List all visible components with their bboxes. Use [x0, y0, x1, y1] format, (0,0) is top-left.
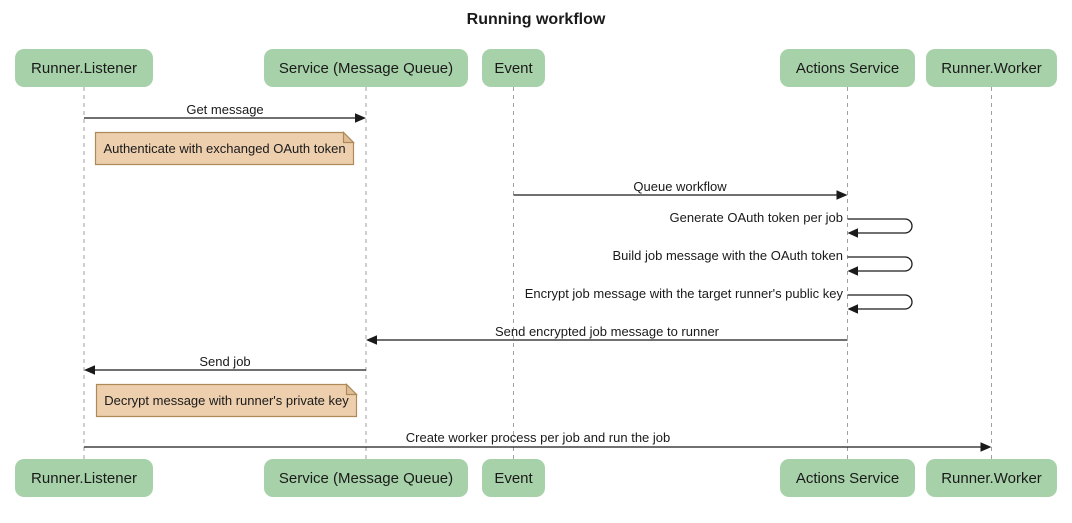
- actor-bottom-runner-worker: Runner.Worker: [926, 459, 1057, 497]
- arrowhead-send-encrypted-job-message: [366, 335, 377, 345]
- actor-top-runner-worker: Runner.Worker: [926, 49, 1057, 87]
- selfloop-generate-oauth-token: [847, 218, 913, 234]
- actor-label: Event: [494, 59, 533, 77]
- actor-label: Runner.Worker: [941, 469, 1042, 487]
- actor-label: Service (Message Queue): [278, 59, 454, 77]
- actor-label: Runner.Listener: [31, 59, 137, 77]
- selfloop-build-job-message: [847, 256, 913, 272]
- message-label-send-job: Send job: [199, 354, 251, 369]
- actor-top-event: Event: [482, 49, 545, 87]
- note-authenticate-fold-icon: [342, 131, 355, 144]
- note-decrypt-shape: [95, 383, 358, 418]
- actor-top-runner-listener: Runner.Listener: [15, 49, 153, 87]
- message-label-create-worker-process: Create worker process per job and run th…: [405, 430, 671, 445]
- actor-label: Service (Message Queue): [278, 469, 454, 487]
- note-decrypt-fold-icon: [345, 383, 358, 396]
- message-label-build-job-message: Build job message with the OAuth token: [612, 248, 843, 263]
- actor-label: Runner.Listener: [31, 469, 137, 487]
- selfloop-encrypt-job-message: [847, 294, 913, 310]
- actor-bottom-service-message-queue: Service (Message Queue): [264, 459, 468, 497]
- actor-label: Actions Service: [795, 59, 900, 77]
- note-decrypt-text: Decrypt message with runner's private ke…: [104, 393, 349, 408]
- arrowhead-generate-oauth-token: [847, 228, 858, 238]
- note-authenticate-text: Authenticate with exchanged OAuth token: [103, 141, 346, 156]
- message-label-encrypt-job-message: Encrypt job message with the target runn…: [524, 286, 843, 301]
- diagram-title: Running workflow: [466, 11, 606, 28]
- actor-bottom-actions-service: Actions Service: [780, 459, 915, 497]
- arrowhead-create-worker-process: [980, 442, 992, 452]
- message-label-get-message: Get message: [186, 102, 264, 117]
- note-authenticate-shape: [94, 131, 355, 166]
- actor-top-service-message-queue: Service (Message Queue): [264, 49, 468, 87]
- actor-label: Runner.Worker: [941, 59, 1042, 77]
- arrowhead-encrypt-job-message: [847, 304, 858, 314]
- message-label-generate-oauth-token: Generate OAuth token per job: [669, 210, 843, 225]
- arrowhead-queue-workflow: [836, 190, 848, 200]
- arrowhead-get-message: [355, 113, 366, 123]
- actor-bottom-event: Event: [482, 459, 545, 497]
- actor-bottom-runner-listener: Runner.Listener: [15, 459, 153, 497]
- actor-label: Actions Service: [795, 469, 900, 487]
- arrowhead-send-job: [84, 365, 95, 375]
- actor-label: Event: [494, 469, 533, 487]
- actor-top-actions-service: Actions Service: [780, 49, 915, 87]
- message-label-send-encrypted-job-message: Send encrypted job message to runner: [494, 324, 720, 339]
- arrowhead-build-job-message: [847, 266, 858, 276]
- message-label-queue-workflow: Queue workflow: [633, 179, 727, 194]
